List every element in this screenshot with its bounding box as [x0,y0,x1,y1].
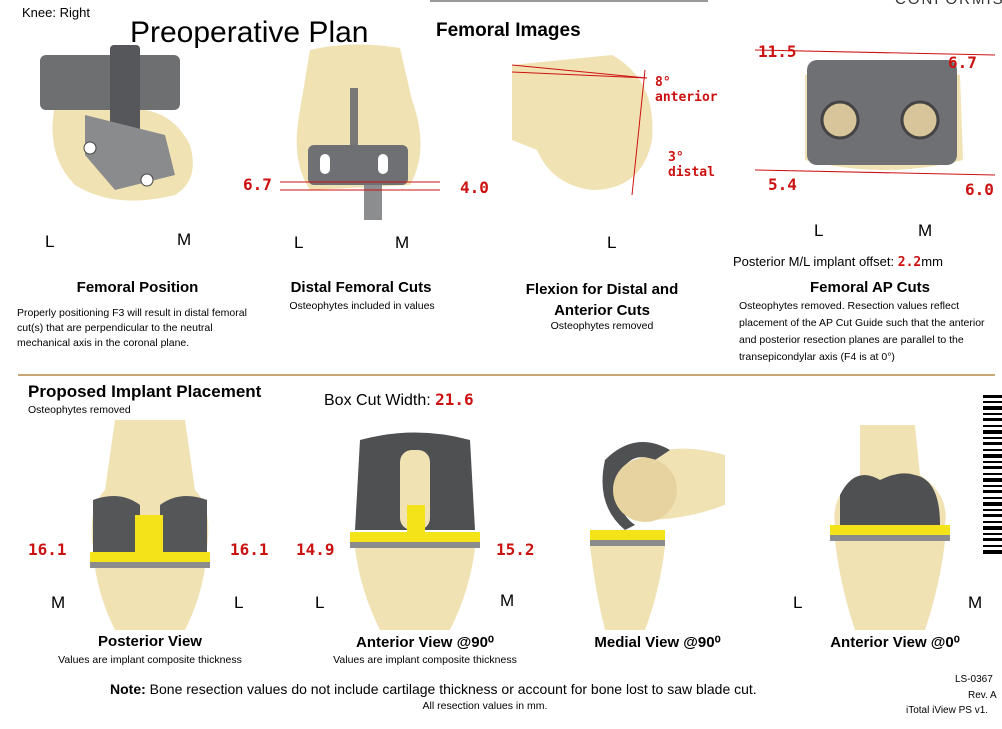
ap-cut-bottom-left-value: 5.4 [768,175,797,194]
knee-side-label: Knee: Right [22,5,90,20]
femoral-position-desc: Properly positioning F3 will result in d… [17,307,247,349]
doc-id: LS-0367 [955,674,993,685]
posterior-view-image [90,420,210,630]
footer-note-text: Bone resection values do not include car… [149,681,757,697]
doc-rev: Rev. A [968,690,997,701]
ap-cut-bottom-right-value: 6.0 [965,180,994,199]
distal-cut-right-value: 4.0 [460,178,489,197]
flexion-label-l: L [607,233,617,252]
footer-note-label: Note: [110,681,146,697]
box-cut-value: 21.6 [435,390,474,409]
anterior90-right-value: 15.2 [496,540,535,559]
ap-cuts-label-m: M [918,221,933,240]
anterior0-view-image [830,425,950,630]
flexion-image [511,55,653,196]
flexion-desc: Osteophytes removed [550,320,654,332]
ap-offset-value: 2.2 [897,255,922,270]
distal-cuts-title: Distal Femoral Cuts [290,279,432,296]
anterior0-label-l: L [793,593,803,612]
anterior90-view-title: Anterior View @90⁰ [356,634,494,651]
ap-cuts-label-l: L [814,221,824,240]
section-divider [18,374,995,376]
box-cut-label: Box Cut Width: [324,392,431,409]
top-rule [430,0,708,2]
flexion-anterior-angle: 8° anterior [655,75,718,105]
ap-offset-line: Posterior M/L implant offset: 2.2mm [733,254,943,270]
flexion-title: Flexion for Distal and Anterior Cuts [525,281,679,319]
femoral-position-image [40,45,193,201]
ap-cuts-desc: Osteophytes removed. Resection values re… [739,300,985,363]
footer-note: Note: Bone resection values do not inclu… [110,681,757,697]
posterior-view-title: Posterior View [98,633,202,650]
distal-cut-left-value: 6.7 [243,175,272,194]
medial90-view-image [590,442,725,630]
posterior-left-value: 16.1 [28,540,67,559]
ap-cuts-image [754,49,996,176]
anterior90-label-l: L [315,593,325,612]
ap-offset-label: Posterior M/L implant offset: [733,254,895,269]
femoral-position-label-l: L [45,232,55,251]
ap-cut-top-left-value: 11.5 [758,42,797,61]
anterior90-view-image [350,432,480,630]
box-cut-width: Box Cut Width: 21.6 [324,390,474,410]
posterior-right-value: 16.1 [230,540,269,559]
ap-cut-top-right-value: 6.7 [948,53,977,72]
distal-cuts-label-l: L [294,233,304,252]
anterior90-left-value: 14.9 [296,540,335,559]
anterior0-label-m: M [968,593,983,612]
implant-section-title: Proposed Implant Placement [28,382,262,401]
barcode [983,395,1002,554]
medial90-view-title: Medial View @90⁰ [594,634,721,651]
ap-offset-unit: mm [921,254,943,269]
posterior-view-desc: Values are implant composite thickness [58,654,242,666]
doc-product: iTotal iView PS v1. [906,705,989,716]
anterior0-view-title: Anterior View @0⁰ [830,634,960,651]
distal-cuts-desc: Osteophytes included in values [289,300,435,312]
distal-cuts-label-m: M [395,233,410,252]
implant-section-subtitle: Osteophytes removed [28,404,131,416]
footer-note-sub: All resection values in mm. [422,700,548,712]
distal-cuts-image [280,44,440,220]
femoral-position-label-m: M [177,230,192,249]
page-title: Preoperative Plan [130,16,369,49]
anterior90-view-desc: Values are implant composite thickness [333,654,517,666]
brand-logo: CONFORMIS [895,0,1002,8]
anterior90-label-m: M [500,591,515,610]
femoral-position-title: Femoral Position [76,279,199,296]
ap-cuts-title: Femoral AP Cuts [809,279,931,296]
femoral-images-heading: Femoral Images [436,20,581,41]
posterior-label-l: L [234,593,244,612]
posterior-label-m: M [51,593,66,612]
flexion-distal-angle: 3° distal [668,150,715,180]
